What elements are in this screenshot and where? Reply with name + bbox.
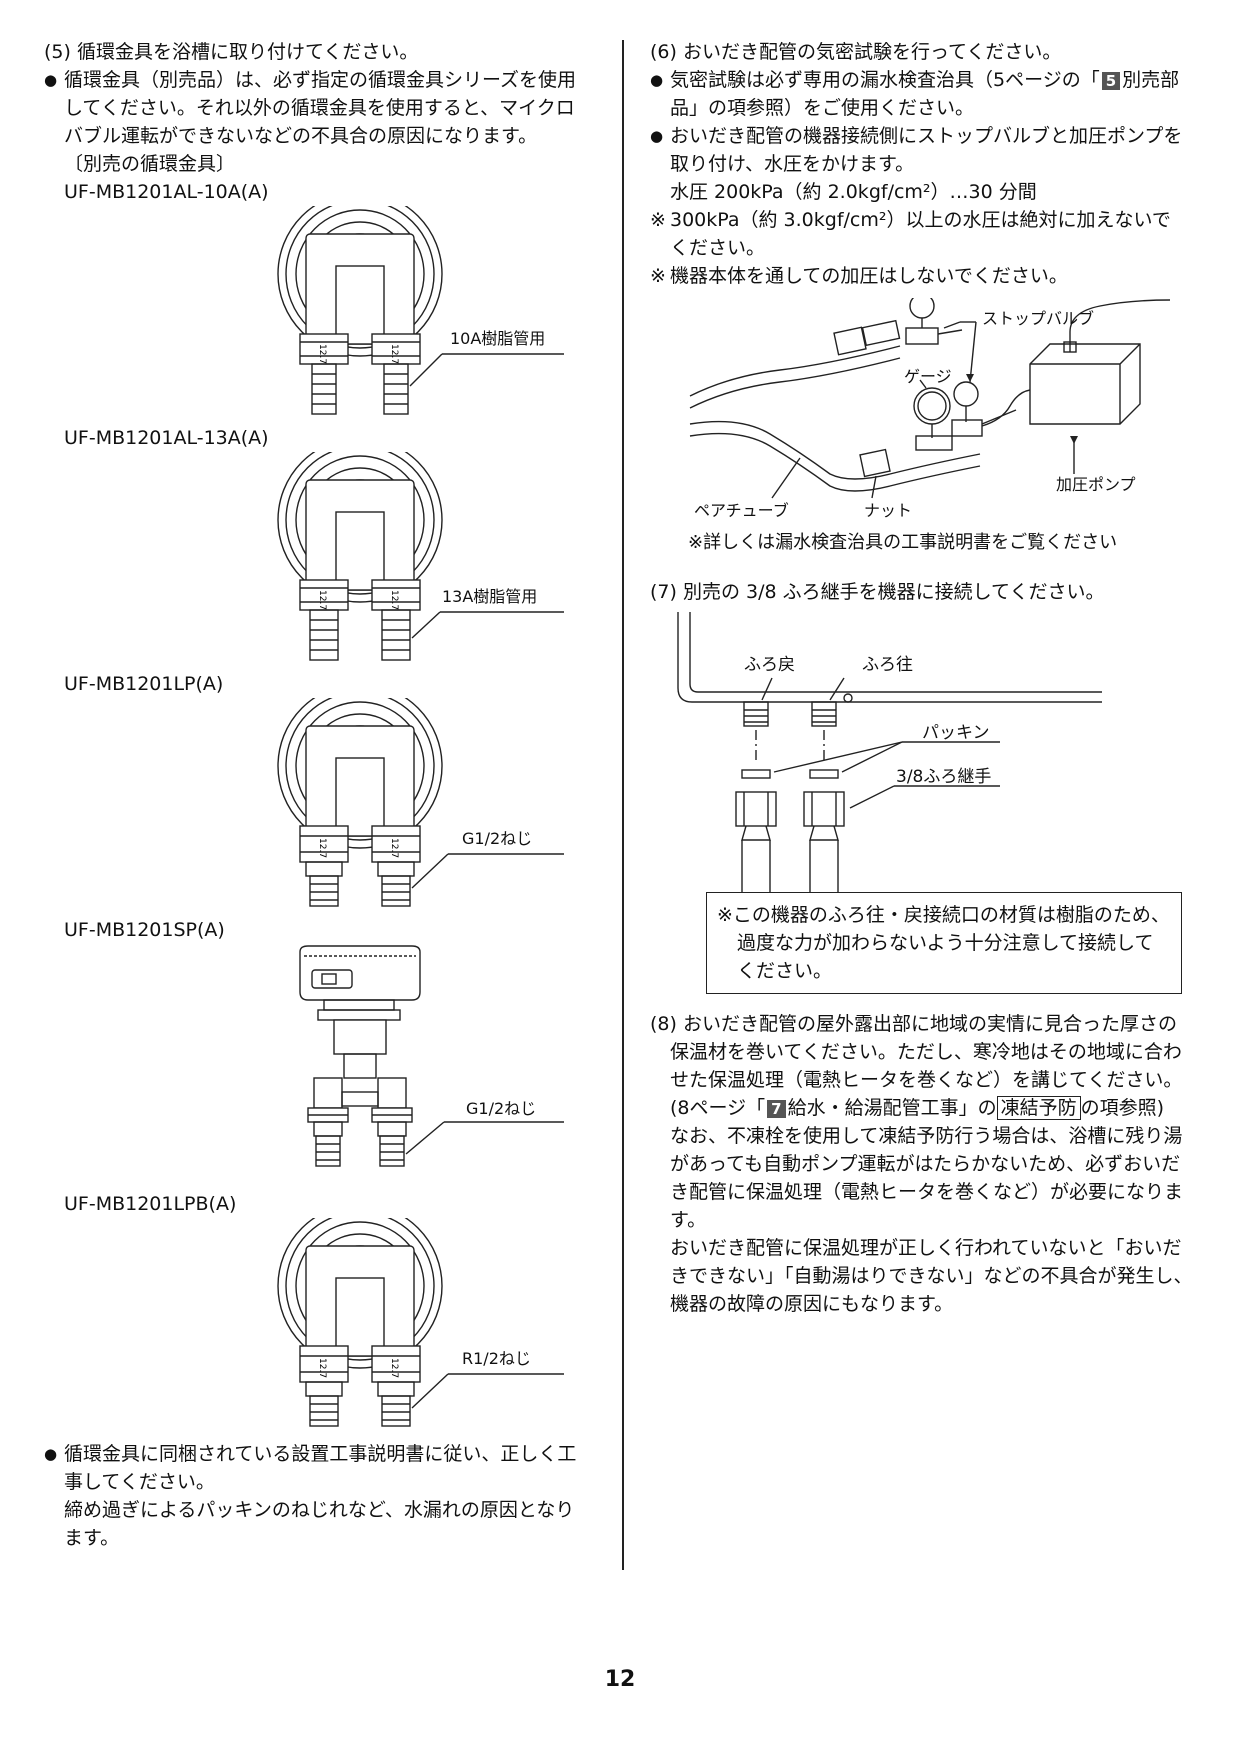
- step-8: (8) おいだき配管の屋外露出部に地域の実情に見合った厚さの 保温材を巻いてくだ…: [650, 1010, 1210, 1318]
- text-line: してください。それ以外の循環金具を使用すると、マイクロ: [64, 97, 575, 119]
- text-line: おいだき配管に保温処理が正しく行われていないと「おいだ: [670, 1237, 1182, 1259]
- step-6-title: (6) おいだき配管の気密試験を行ってください。: [650, 41, 1062, 63]
- resin-warning-box: ※この機器のふろ往・戻接続口の材質は樹脂のため、 過度な力が加わらないよう十分注…: [706, 892, 1182, 994]
- text-line: ます。: [64, 1527, 120, 1549]
- fitting-figure-4: G1/2ねじ: [44, 944, 604, 1190]
- sleeve-label: 12.7: [317, 838, 327, 858]
- text-span: 気密試験は必ず専用の漏水検査治具（5ページの「: [670, 69, 1100, 91]
- sleeve-label: 12.7: [317, 1358, 327, 1378]
- note-mark: ※: [650, 265, 666, 287]
- airtight-test-drawing: [689, 298, 1171, 499]
- step-6-note-2: ※ 機器本体を通しての加圧はしないでください。: [650, 262, 1210, 290]
- fitting-figure-1: 12.7 12.7 10A樹脂管用: [44, 206, 604, 424]
- figure-note: ※詳しくは漏水検査治具の工事説明書をご覧ください: [688, 532, 1118, 553]
- text-line: があっても自動ポンプ運転がはたらかないため、必ずおいだ: [670, 1153, 1181, 1175]
- text-line: バブル運転ができないなどの不具合の原因になります。: [64, 125, 538, 147]
- stop-valve-label: ストップバルブ: [982, 309, 1095, 328]
- note-mark: ※: [650, 209, 666, 231]
- model-name-3: UF-MB1201LP(A): [64, 673, 224, 695]
- fitting-drawing-sp: [299, 945, 564, 1167]
- callout-label: G1/2ねじ: [466, 1099, 537, 1118]
- sleeve-label: 12.7: [317, 344, 327, 364]
- step-7-title: (7) 別売の 3/8 ふろ継手を機器に接続してください。: [650, 581, 1105, 603]
- step-6-bullet-2: おいだき配管の機器接続側にストップバルブと加圧ポンプを 取り付け、水圧をかけます…: [650, 122, 1210, 206]
- text-line: せた保温処理（電熱ヒータを巻くなど）を講じてください。: [670, 1069, 1183, 1091]
- text-line: 事してください。: [64, 1471, 215, 1493]
- section-tag: 5: [1101, 72, 1121, 90]
- step-5-title: (5) 循環金具を浴槽に取り付けてください。: [44, 41, 419, 63]
- text-span: の項参照): [1080, 1097, 1165, 1119]
- optional-parts-heading: 〔別売の循環金具〕: [64, 153, 236, 175]
- packing-label: パッキン: [922, 723, 990, 743]
- outgoing-port-label: ふろ往: [862, 655, 913, 675]
- text-span: 別売部: [1122, 69, 1180, 91]
- pair-tube-label: ペアチューブ: [694, 501, 789, 520]
- text-line: おいだき配管の機器接続側にストップバルブと加圧ポンプを: [670, 125, 1183, 147]
- step-6-note-1: ※ 300kPa（約 3.0kgf/cm²）以上の水圧は絶対に加えないで くださ…: [650, 206, 1210, 262]
- text-line: 過度な力が加わらないよう十分注意して接続して: [737, 932, 1154, 954]
- text-line: 300kPa（約 3.0kgf/cm²）以上の水圧は絶対に加えないで: [670, 209, 1171, 231]
- fitting-drawing-lp: 12.7 12.7: [277, 698, 564, 907]
- airtight-test-figure: ストップバルブ ゲージ 加圧ポンプ ペアチューブ ナット ※詳しくは漏水検査治具…: [650, 298, 1210, 554]
- text-line: ください。: [670, 237, 766, 259]
- model-name-4: UF-MB1201SP(A): [64, 919, 225, 941]
- sleeve-label: 12.7: [389, 590, 399, 610]
- model-name-5: UF-MB1201LPB(A): [64, 1193, 237, 1215]
- fitting-drawing-al10a: 12.7 12.7: [277, 206, 564, 415]
- text-line: 機器の故障の原因にもなります。: [670, 1293, 954, 1315]
- text-line: ください。: [737, 960, 833, 982]
- sleeve-label: 12.7: [317, 590, 327, 610]
- text-line: 循環金具に同梱されている設置工事説明書に従い、正しく工: [64, 1443, 577, 1465]
- text-span: 給水・給湯配管工事」の: [787, 1097, 997, 1119]
- bath-joint-drawing: [677, 612, 1102, 892]
- sleeve-label: 12.7: [389, 1358, 399, 1378]
- return-port-label: ふろ戻: [744, 655, 795, 675]
- sleeve-label: 12.7: [389, 344, 399, 364]
- step-5-bullet-2: 循環金具に同梱されている設置工事説明書に従い、正しく工 事してください。 締め過…: [44, 1440, 604, 1552]
- fitting-figure-2: 12.7 12.7 13A樹脂管用: [44, 452, 604, 670]
- model-name-2: UF-MB1201AL-13A(A): [64, 427, 269, 449]
- text-line: 保温材を巻いてください。ただし、寒冷地はその地域に合わ: [670, 1041, 1182, 1063]
- gauge-label: ゲージ: [904, 367, 952, 386]
- fitting-drawing-lpb: 12.7 12.7: [277, 1218, 564, 1427]
- text-line: 品」の項参照）をご使用ください。: [670, 97, 975, 119]
- text-line: き配管に保温処理（電熱ヒータを巻くなど）が必要になります。: [670, 1181, 1184, 1231]
- column-divider: [622, 40, 624, 1570]
- sleeve-label: 12.7: [389, 838, 399, 858]
- water-pressure-spec: 水圧 200kPa（約 2.0kgf/cm²）…30 分間: [670, 181, 1037, 203]
- text-line: 締め過ぎによるパッキンのねじれなど、水漏れの原因となり: [64, 1499, 575, 1521]
- text-line: 循環金具（別売品）は、必ず指定の循環金具シリーズを使用: [64, 69, 577, 91]
- callout-label: R1/2ねじ: [462, 1349, 531, 1368]
- text-line: ※この機器のふろ往・戻接続口の材質は樹脂のため、: [717, 904, 1170, 926]
- callout-label: G1/2ねじ: [462, 829, 533, 848]
- text-line: 機器本体を通しての加圧はしないでください。: [670, 265, 1068, 287]
- fitting-figure-3: 12.7 12.7 G1/2ねじ: [44, 698, 604, 916]
- boxed-term: 凍結予防: [996, 1096, 1081, 1120]
- left-column: (5) 循環金具を浴槽に取り付けてください。 循環金具（別売品）は、必ず指定の循…: [44, 38, 604, 1552]
- text-span: (8ページ「: [670, 1097, 766, 1119]
- step-8-title: (8) おいだき配管の屋外露出部に地域の実情に見合った厚さの: [650, 1013, 1177, 1035]
- fitting-drawing-al13a: 12.7 12.7: [277, 452, 564, 661]
- model-name-1: UF-MB1201AL-10A(A): [64, 181, 269, 203]
- fitting-figure-5: 12.7 12.7 R1/2ねじ: [44, 1218, 604, 1436]
- section-tag: 7: [767, 1100, 786, 1118]
- right-column: (6) おいだき配管の気密試験を行ってください。 気密試験は必ず専用の漏水検査治…: [650, 38, 1210, 1318]
- page-number: 12: [604, 1667, 636, 1692]
- nut-label: ナット: [864, 501, 913, 520]
- callout-label: 13A樹脂管用: [442, 587, 538, 606]
- pump-label: 加圧ポンプ: [1056, 475, 1136, 494]
- text-line: 取り付け、水圧をかけます。: [670, 153, 915, 175]
- text-line: なお、不凍栓を使用して凍結予防行う場合は、浴槽に残り湯: [670, 1125, 1183, 1147]
- step-5-bullet-1: 循環金具（別売品）は、必ず指定の循環金具シリーズを使用 してください。それ以外の…: [44, 66, 604, 150]
- joint-label: 3/8ふろ継手: [896, 767, 992, 787]
- text-line: きできない」「自動湯はりできない」などの不具合が発生し、: [670, 1265, 1193, 1287]
- bath-joint-figure: ふろ戻 ふろ往 パッキン 3/8ふろ継手: [650, 612, 1210, 892]
- step-8-body: 保温材を巻いてください。ただし、寒冷地はその地域に合わ せた保温処理（電熱ヒータ…: [650, 1038, 1210, 1318]
- callout-label: 10A樹脂管用: [450, 329, 546, 348]
